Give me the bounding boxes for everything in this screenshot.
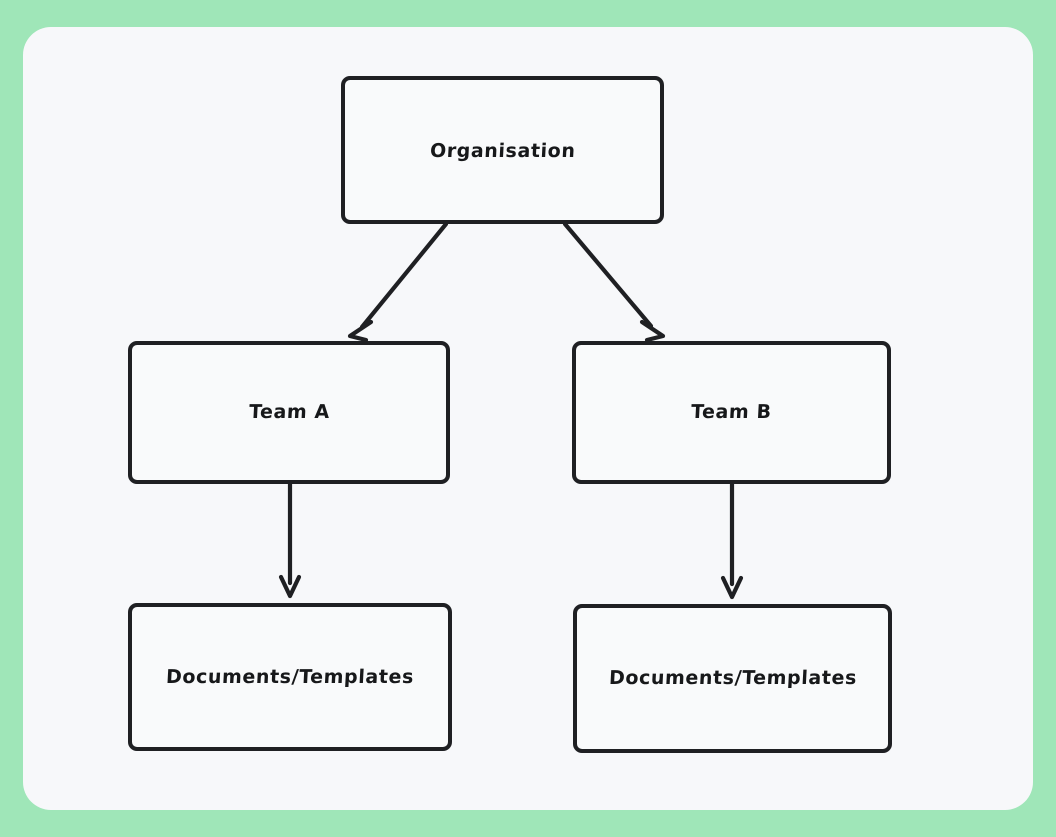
- node-team-a-label: Team A: [248, 401, 331, 423]
- node-documents-templates-b[interactable]: Documents/Templates: [573, 604, 892, 753]
- node-documents-templates-a-label: Documents/Templates: [165, 665, 415, 688]
- node-team-b[interactable]: Team B: [572, 341, 891, 484]
- edge-team-b-to-docs-b: [720, 481, 744, 600]
- edge-team-a-to-docs-a: [278, 481, 302, 599]
- node-documents-templates-a[interactable]: Documents/Templates: [128, 603, 452, 751]
- node-documents-templates-b-label: Documents/Templates: [607, 667, 858, 689]
- node-organisation[interactable]: Organisation: [341, 76, 664, 224]
- node-team-a[interactable]: Team A: [128, 341, 450, 484]
- node-team-b-label: Team B: [690, 401, 773, 423]
- node-organisation-label: Organisation: [429, 139, 576, 162]
- edge-org-to-team-b: [562, 221, 666, 343]
- edge-org-to-team-a: [347, 221, 449, 343]
